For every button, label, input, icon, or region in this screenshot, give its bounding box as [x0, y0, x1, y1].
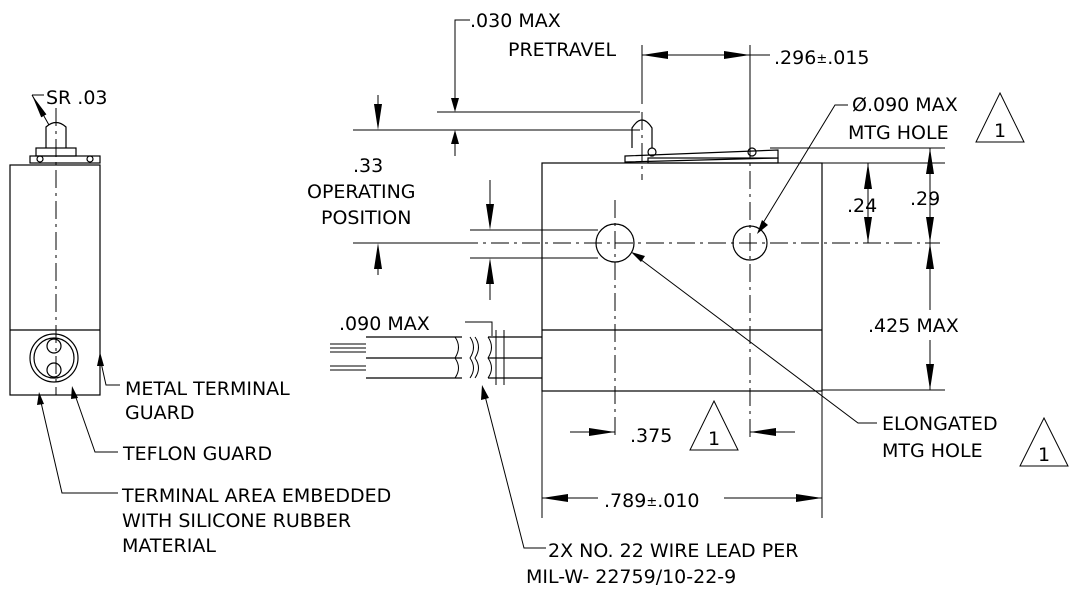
- 789-arrow-left: [542, 494, 568, 502]
- elongated-leader: [635, 255, 877, 424]
- hole-spacing-note: 1: [708, 428, 720, 450]
- front-lever-base: [647, 157, 779, 164]
- body-height-label: .425 MAX: [868, 315, 959, 337]
- 375-arrow-left: [589, 428, 615, 436]
- teflon-guard-label: TEFLON GUARD: [122, 443, 272, 465]
- hole-height-24: .24: [847, 195, 877, 217]
- 296-arrow-left: [642, 51, 668, 59]
- 296-arrow-right: [724, 51, 750, 59]
- wire-lead-arrow: [481, 385, 489, 400]
- teflon-guard-outer: [29, 333, 79, 383]
- elongated-label-1: ELONGATED: [882, 413, 998, 435]
- body-length-tol: .010: [657, 490, 699, 512]
- hole-height-29: .29: [910, 188, 940, 210]
- terminal-area-arrow: [37, 392, 44, 405]
- wire-lead-leader: [483, 391, 546, 549]
- pretravel-label-2: PRETRAVEL: [508, 39, 616, 61]
- operating-label-1: .33: [353, 155, 383, 177]
- dim-29-arrow-top: [926, 148, 934, 174]
- lever-rivet-right: [747, 147, 757, 157]
- operating-label-2: OPERATING: [307, 181, 416, 203]
- hole-spacing-label: .375: [630, 425, 672, 447]
- dim-425-arrow-bottom: [926, 364, 934, 390]
- teflon-guard-inner: [33, 337, 75, 379]
- side-rivet-right: [86, 155, 94, 163]
- teflon-guard-leader: [73, 391, 118, 453]
- side-cap-base: [29, 155, 101, 164]
- side-rivet-left: [36, 155, 44, 163]
- op-arrow-bottom: [374, 243, 382, 269]
- hole-spacing-note-triangle: [689, 399, 739, 451]
- terminal-area-label-1: TERMINAL AREA EMBEDDED: [121, 485, 391, 507]
- mtg-hole-note: 1: [994, 120, 1006, 142]
- dim-29-arrow-bottom: [926, 217, 934, 243]
- terminal-top: [46, 338, 62, 354]
- op-arrow-top: [374, 104, 382, 130]
- mtg-hole-leader: [759, 104, 848, 229]
- wire-lead-label-2: MIL-W- 22759/10-22-9: [526, 566, 736, 588]
- body-length-nominal: .789: [604, 490, 646, 512]
- actuator-offset-tol-sign: ±: [816, 52, 827, 67]
- metal-guard-leader: [99, 357, 120, 386]
- metal-guard-label-1: METAL TERMINAL: [125, 378, 290, 400]
- wire-leads: [330, 330, 542, 385]
- dim-24-arrow-top: [864, 163, 872, 189]
- wire-max-leader: [465, 321, 493, 336]
- mtg-hole-arrow: [757, 220, 768, 234]
- side-actuator: [45, 121, 67, 148]
- 789-arrow-right: [796, 494, 822, 502]
- operating-label-3: POSITION: [321, 207, 411, 229]
- pretravel-label-1: .030 MAX: [470, 10, 561, 32]
- pretravel-arrow-bottom: [451, 130, 459, 144]
- hole-dia-arrow-top: [486, 204, 494, 230]
- teflon-guard-arrow: [71, 386, 78, 399]
- dim-425-mask: [865, 310, 1025, 340]
- mtg-hole-note-triangle: [975, 91, 1025, 143]
- side-body-outline: [9, 164, 101, 396]
- terminal-bottom: [46, 362, 62, 378]
- elongated-note-triangle: [1019, 416, 1069, 467]
- wire-lead-label-1: 2X NO. 22 WIRE LEAD PER: [548, 540, 798, 562]
- 375-arrow-right: [750, 428, 776, 436]
- metal-guard-arrow: [97, 352, 104, 366]
- wire-max-label: .090 MAX: [339, 313, 430, 335]
- mtg-hole-label-1: Ø.090 MAX: [852, 94, 958, 116]
- sr-leader: [31, 94, 50, 126]
- front-body-outline: [541, 162, 823, 392]
- dim-425-arrow-top: [926, 243, 934, 269]
- front-view: .030 MAX PRETRAVEL .296±.015 Ø.090 MAX M…: [307, 10, 1069, 588]
- terminal-area-leader: [39, 397, 118, 494]
- terminal-area-label-2: WITH SILICONE RUBBER: [122, 510, 351, 532]
- hole-dia-arrow-bottom: [486, 258, 494, 284]
- terminal-area-label-3: MATERIAL: [122, 535, 216, 557]
- actuator-offset-value: .296±.015: [774, 47, 870, 69]
- actuator-offset-tol: .015: [827, 47, 869, 69]
- pretravel-leader: [454, 19, 470, 110]
- metal-guard-label-2: GUARD: [125, 402, 194, 424]
- side-view: SR .03 METAL TERMINAL GUARD TEFLON GUARD…: [9, 87, 391, 557]
- mtg-hole-label-2: MTG HOLE: [848, 122, 949, 144]
- sr-label: SR .03: [46, 87, 108, 109]
- elongated-label-2: MTG HOLE: [882, 440, 983, 462]
- elongated-note: 1: [1038, 444, 1050, 466]
- elongated-arrow: [631, 252, 645, 262]
- body-length-value: .789±.010: [604, 490, 700, 512]
- pretravel-arrow-top: [451, 98, 459, 112]
- dim-24-arrow-bottom: [864, 217, 872, 243]
- body-length-tol-sign: ±: [646, 495, 657, 510]
- actuator-offset-nominal: .296: [774, 47, 816, 69]
